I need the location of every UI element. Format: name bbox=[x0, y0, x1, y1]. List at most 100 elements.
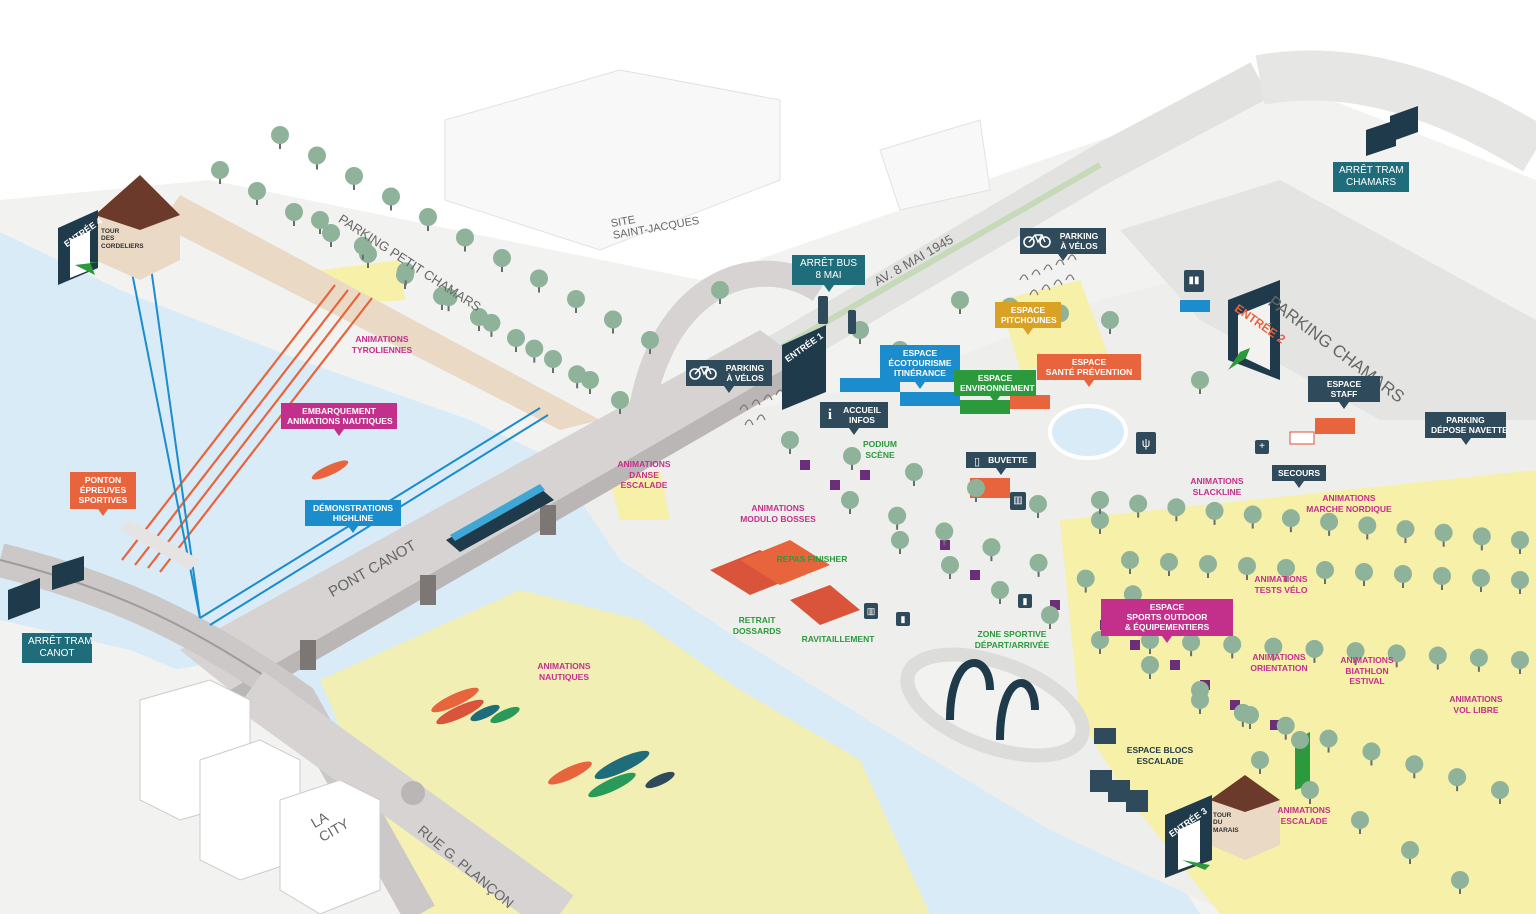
tree bbox=[1319, 729, 1338, 748]
tree bbox=[1281, 509, 1300, 528]
box-sports-outdoor: ESPACE SPORTS OUTDOOR & ÉQUIPEMENTIERS bbox=[1101, 599, 1233, 643]
tree bbox=[1091, 491, 1109, 509]
tram-shelter bbox=[8, 106, 1418, 620]
tree-trunk bbox=[975, 494, 977, 502]
tree bbox=[1472, 527, 1491, 546]
tree-trunk bbox=[1519, 586, 1521, 594]
label-nautiques: ANIMATIONS NAUTIQUES bbox=[537, 661, 591, 682]
tree bbox=[935, 522, 954, 541]
tree-trunk bbox=[949, 571, 951, 579]
parking-chamars bbox=[1120, 180, 1536, 420]
tree-trunk bbox=[1099, 526, 1101, 534]
tree-trunk bbox=[589, 386, 591, 394]
label-ravitaillement: RAVITAILLEMENT bbox=[801, 634, 875, 644]
tree-trunk bbox=[316, 161, 318, 170]
tree-trunk bbox=[533, 354, 536, 363]
tree bbox=[1191, 691, 1209, 709]
tree bbox=[1277, 559, 1295, 577]
tree bbox=[1433, 567, 1451, 585]
tree bbox=[530, 269, 548, 288]
label-escalade: ANIMATIONS ESCALADE bbox=[1277, 805, 1331, 826]
bicycle-icon bbox=[1023, 234, 1051, 248]
tree bbox=[1346, 642, 1365, 661]
tree-trunk bbox=[1395, 659, 1398, 668]
tree bbox=[1291, 731, 1309, 749]
label-marche-nordique: ANIMATIONS MARCHE NORDIQUE bbox=[1306, 493, 1392, 514]
trash-icon: ▥ bbox=[864, 603, 878, 619]
tree-trunk bbox=[719, 296, 721, 304]
tents bbox=[710, 300, 1355, 625]
tree-trunk bbox=[1519, 546, 1521, 554]
tree-trunk bbox=[515, 344, 517, 352]
tree-trunk bbox=[1519, 666, 1521, 674]
tree-trunk bbox=[1241, 718, 1244, 727]
tram-vehicle bbox=[446, 484, 554, 552]
tree bbox=[322, 224, 340, 242]
tree bbox=[396, 262, 415, 281]
tree-trunk bbox=[319, 226, 321, 234]
tree bbox=[271, 126, 289, 144]
label-podium-scene: PODIUM SCÈNE bbox=[863, 439, 897, 460]
tree bbox=[525, 339, 544, 358]
tree-trunk bbox=[990, 553, 993, 562]
label-slackline: ANIMATIONS SLACKLINE bbox=[1190, 476, 1244, 497]
tree bbox=[1029, 553, 1048, 572]
tree-trunk bbox=[1190, 648, 1193, 657]
tree-trunk bbox=[1037, 510, 1039, 518]
tree-trunk bbox=[1404, 535, 1407, 544]
tree-trunk bbox=[999, 596, 1001, 604]
tree bbox=[345, 167, 363, 185]
tree-trunk bbox=[1246, 572, 1248, 580]
tree-trunk bbox=[1099, 646, 1101, 654]
tree-trunk bbox=[1129, 566, 1131, 574]
tree-trunk bbox=[1199, 386, 1201, 394]
restaurant-icon: ψ bbox=[1136, 432, 1156, 454]
tree-trunk bbox=[612, 325, 614, 334]
tree-trunk bbox=[1084, 584, 1087, 593]
bus-stop-icon bbox=[818, 296, 828, 324]
tree-trunk bbox=[427, 223, 429, 231]
pont-canot bbox=[180, 330, 800, 690]
tree-trunk bbox=[447, 303, 450, 312]
tree bbox=[1141, 656, 1159, 674]
tree-trunk bbox=[361, 251, 364, 260]
activity-zone bbox=[1060, 470, 1536, 914]
tree-trunk bbox=[1324, 576, 1326, 584]
tree-trunk bbox=[1436, 661, 1439, 670]
tree-trunk bbox=[478, 323, 480, 331]
zip-lines bbox=[121, 284, 373, 573]
arrow-icon bbox=[75, 262, 1250, 870]
tree bbox=[1264, 637, 1283, 656]
toilets-icon: ▮▮ bbox=[1184, 270, 1204, 292]
tree bbox=[1205, 501, 1224, 520]
tree bbox=[1472, 569, 1490, 587]
beer-icon: ▯ bbox=[973, 456, 981, 468]
tree bbox=[1041, 606, 1059, 624]
tree-trunk bbox=[1285, 574, 1287, 582]
tree-trunk bbox=[1354, 657, 1357, 666]
tree bbox=[1511, 571, 1529, 589]
tree-trunk bbox=[353, 182, 355, 190]
tree-trunk bbox=[1359, 826, 1361, 834]
tree-trunk bbox=[1366, 531, 1369, 540]
tree bbox=[1511, 651, 1529, 669]
promenade bbox=[160, 195, 600, 430]
tree bbox=[1428, 646, 1447, 665]
box-arret-bus: ARRÊT BUS 8 MAI bbox=[792, 255, 865, 292]
tree bbox=[1469, 648, 1488, 667]
tree bbox=[1243, 505, 1262, 524]
box-ecotourisme: ESPACE ÉCOTOURISME ITINÉRANCE bbox=[880, 345, 960, 389]
label-tyroliennes: ANIMATIONS TYROLIENNES bbox=[351, 334, 413, 355]
tree bbox=[1182, 633, 1201, 652]
running-track bbox=[900, 647, 1090, 763]
tree-trunk bbox=[1441, 582, 1443, 590]
tree bbox=[419, 208, 437, 226]
tree bbox=[211, 161, 229, 179]
tree-trunk bbox=[1409, 856, 1411, 864]
tree bbox=[611, 391, 629, 409]
box-depose-navette: PARKING DÉPOSE NAVETTE bbox=[1425, 412, 1508, 446]
tree-trunk bbox=[1213, 516, 1216, 525]
tree-trunk bbox=[1363, 578, 1365, 586]
